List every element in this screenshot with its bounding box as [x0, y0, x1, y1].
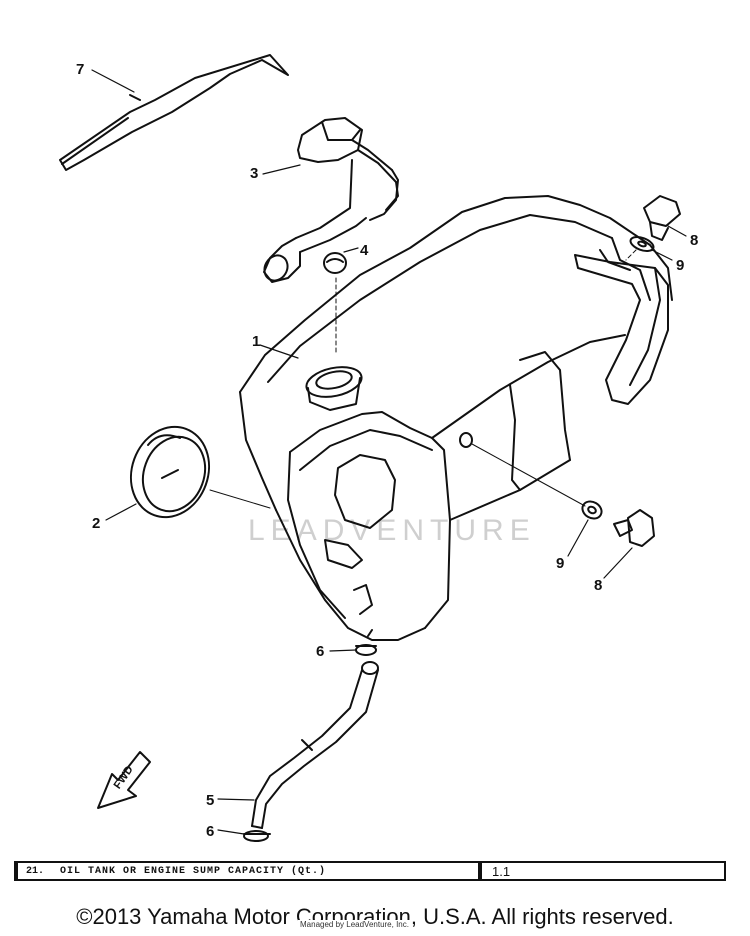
credit-text: Managed by LeadVenture, Inc.: [298, 920, 411, 929]
callout-1: 1: [252, 333, 260, 350]
part-9-washer-lower: [581, 500, 603, 520]
leader-plug-to-tank: [209, 489, 271, 509]
callout-5: 5: [206, 792, 214, 809]
callout-9-upper: 9: [676, 257, 684, 274]
leader-bolt-upper: [625, 249, 637, 261]
part-8-bolt-lower: [613, 509, 655, 547]
part-6-clip-lower: [243, 830, 271, 842]
capacity-spec-row: 21. OIL TANK OR ENGINE SUMP CAPACITY (Qt…: [14, 861, 726, 881]
part-2-plug: [129, 425, 211, 519]
part-1-oil-tank: [239, 195, 673, 641]
part-7-strip: [59, 54, 289, 171]
callout-8-lower: 8: [594, 577, 602, 594]
spec-label: OIL TANK OR ENGINE SUMP CAPACITY (Qt.): [60, 865, 327, 877]
fwd-label: FWD: [112, 764, 136, 791]
callout-9-lower: 9: [556, 555, 564, 572]
callout-2: 2: [92, 515, 100, 532]
callout-6-upper: 6: [316, 643, 324, 660]
fwd-arrow-icon: [97, 751, 151, 809]
callout-7: 7: [76, 61, 84, 78]
callout-leaders: [91, 69, 687, 835]
spec-number: 21.: [26, 865, 45, 877]
part-5-hose: [251, 661, 379, 829]
callout-4: 4: [360, 242, 369, 259]
part-8-bolt-upper: [643, 195, 681, 241]
spec-value: 1.1: [492, 863, 511, 879]
part-4-grommet: [323, 252, 347, 274]
spec-separator: [478, 863, 482, 879]
part-9-washer-upper: [629, 236, 655, 252]
watermark-text: LEADVENTURE: [248, 514, 536, 547]
callout-3: 3: [250, 165, 258, 182]
part-3-filler-cap: [263, 117, 399, 283]
callout-6-lower: 6: [206, 823, 214, 840]
oil-tank-exploded-diagram: LEADVENTURE: [59, 54, 698, 842]
leader-bolt-lower: [471, 443, 586, 507]
callout-8-upper: 8: [690, 232, 698, 249]
